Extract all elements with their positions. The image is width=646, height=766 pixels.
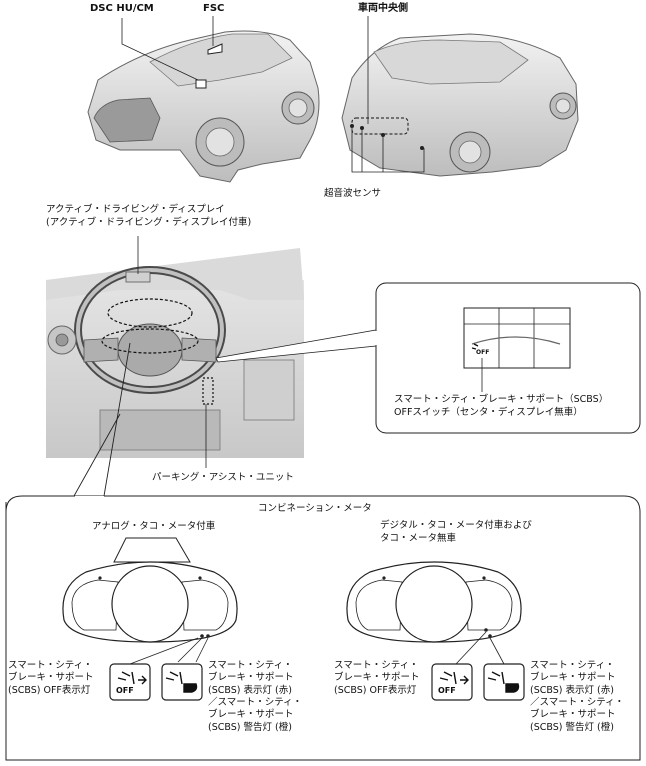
center-switch-panel	[464, 308, 570, 368]
dsc-hu-cm-label: DSC HU/CM	[90, 2, 154, 15]
analog-off-icon-text: OFF	[116, 686, 134, 696]
fsc-label: FSC	[203, 2, 224, 15]
vehicle-center-side-label: 車両中央側	[358, 2, 408, 15]
analog-scbs-off-lamp-label: スマート・シティ・ ブレーキ・サポート (SCBS) OFF表示灯	[8, 660, 94, 697]
ultrasonic-sensor-label: 超音波センサ	[324, 188, 381, 200]
digital-off-icon-text: OFF	[438, 686, 456, 696]
active-driving-display-label: アクティブ・ドライビング・ディスプレイ	[46, 204, 225, 216]
active-driving-display-note: (アクティブ・ドライビング・ディスプレイ付車)	[46, 217, 251, 229]
analog-meter-title: アナログ・タコ・メータ付車	[92, 521, 215, 533]
digital-meter-title-line2: タコ・メータ無車	[380, 533, 456, 545]
rear-car-illustration	[342, 34, 578, 176]
combination-meter-title: コンビネーション・メータ	[258, 503, 372, 515]
digital-scbs-off-lamp-label: スマート・シティ・ ブレーキ・サポート (SCBS) OFF表示灯	[334, 660, 420, 697]
switch-off-text: OFF	[476, 349, 489, 357]
scbs-off-switch-note: OFFスイッチ（センタ・ディスプレイ無車）	[394, 407, 583, 419]
digital-scbs-indicator-label: スマート・シティ・ ブレーキ・サポート (SCBS) 表示灯 (赤) ／スマート…	[530, 660, 624, 734]
scbs-off-switch-caption: スマート・シティ・ブレーキ・サポート（SCBS）	[394, 394, 608, 406]
analog-scbs-indicator-label: スマート・シティ・ ブレーキ・サポート (SCBS) 表示灯 (赤) ／スマート…	[208, 660, 302, 734]
parking-assist-unit-label: パーキング・アシスト・ユニット	[152, 472, 294, 484]
dsc-unit-marker	[196, 80, 206, 88]
digital-meter-title-line1: デジタル・タコ・メータ付車および	[380, 520, 532, 532]
front-car-illustration	[88, 31, 319, 182]
digital-meter	[347, 562, 521, 642]
